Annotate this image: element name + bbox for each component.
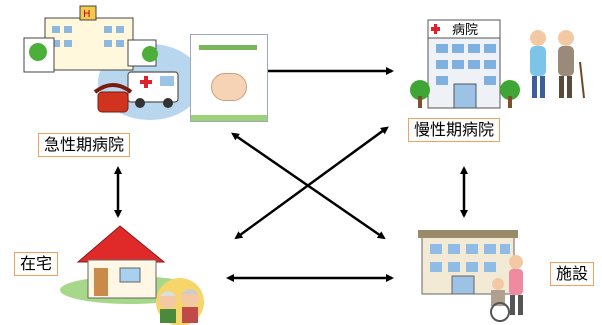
facility-label: 施設 bbox=[550, 262, 595, 286]
pamphlet-illustration bbox=[190, 34, 268, 122]
svg-text:H: H bbox=[83, 9, 91, 20]
chronic-hospital-sign: 病院 bbox=[452, 23, 478, 38]
home-label: 在宅 bbox=[14, 252, 59, 276]
chronic-hospital-label: 慢性期病院 bbox=[408, 118, 501, 142]
arrow-chronic-home bbox=[234, 126, 389, 240]
acute-hospital-label: 急性期病院 bbox=[38, 133, 131, 157]
